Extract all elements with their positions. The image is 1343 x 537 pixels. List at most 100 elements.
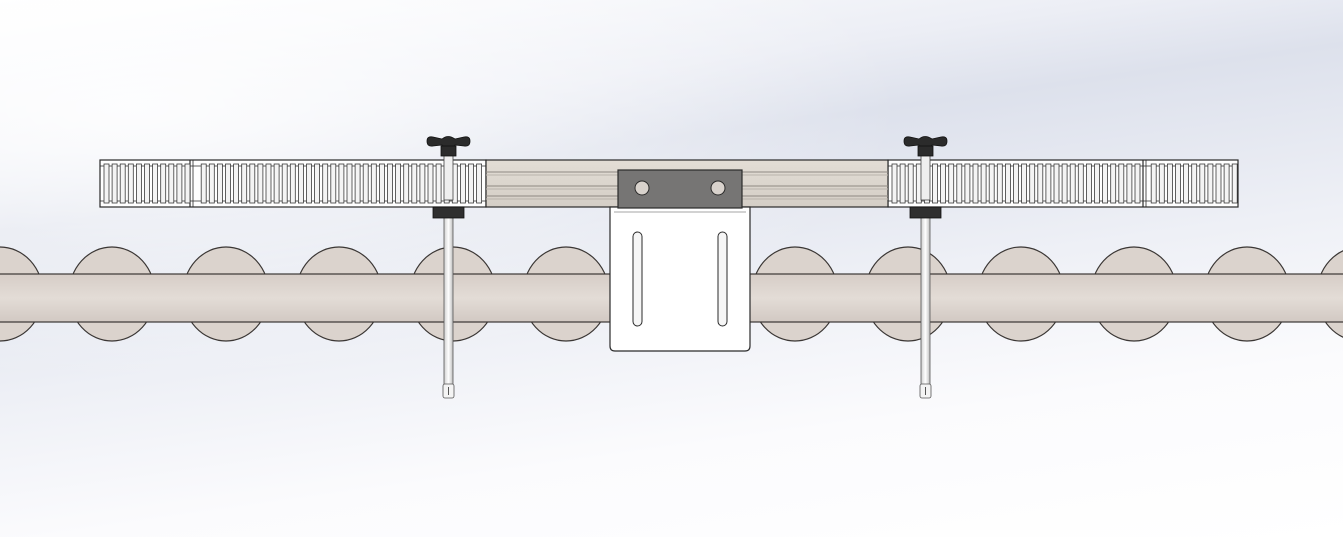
- guide-roller: [899, 163, 906, 204]
- guide-roller: [233, 163, 240, 204]
- guide-roller: [346, 163, 353, 204]
- left-knob-assembly[interactable]: [426, 136, 471, 219]
- guide-roller: [1094, 163, 1100, 204]
- guide-roller: [314, 163, 321, 204]
- guide-roller: [1110, 163, 1117, 204]
- guide-roller: [378, 163, 385, 204]
- guide-roller: [176, 163, 183, 204]
- guide-roller: [273, 163, 280, 204]
- guide-roller: [144, 163, 150, 204]
- guide-roller: [988, 163, 995, 204]
- star-knob-icon[interactable]: [903, 136, 948, 157]
- guide-roller: [322, 163, 329, 204]
- guide-roller: [459, 163, 466, 204]
- guide-roller: [1191, 163, 1198, 204]
- guide-roller: [168, 163, 175, 204]
- guide-roller: [980, 163, 987, 204]
- guide-roller: [1158, 163, 1165, 204]
- guide-roller: [338, 163, 345, 204]
- guide-roller: [1126, 163, 1133, 204]
- clamp-plate[interactable]: [617, 169, 743, 209]
- guide-roller: [257, 163, 264, 204]
- right-adjust-rod[interactable]: [919, 214, 932, 399]
- guide-roller: [948, 163, 955, 204]
- guide-roller: [411, 163, 418, 204]
- guide-roller: [468, 163, 474, 204]
- guide-roller: [1150, 163, 1157, 204]
- guide-roller: [972, 163, 979, 204]
- guide-roller: [1231, 163, 1238, 204]
- left-bolt-hole: [634, 180, 650, 196]
- guide-roller: [1223, 163, 1230, 204]
- guide-roller: [1077, 163, 1084, 204]
- guide-roller: [1037, 163, 1044, 204]
- guide-roller: [964, 163, 971, 204]
- left-guide-rollers: [103, 163, 483, 204]
- guide-roller: [403, 163, 410, 204]
- guide-roller: [362, 163, 369, 204]
- guide-roller: [152, 163, 159, 204]
- guide-roller: [370, 163, 377, 204]
- guide-roller: [1013, 163, 1019, 204]
- guide-roller: [1053, 163, 1060, 204]
- star-knob-icon[interactable]: [426, 136, 471, 157]
- guide-roller: [419, 163, 426, 204]
- guide-roller: [1175, 163, 1181, 204]
- guide-roller: [119, 163, 126, 204]
- guide-roller: [216, 163, 223, 204]
- guide-roller: [427, 163, 434, 204]
- guide-roller: [160, 163, 167, 204]
- guide-roller: [184, 163, 191, 204]
- guide-roller: [915, 163, 922, 204]
- guide-roller: [932, 163, 938, 204]
- guide-roller: [1021, 163, 1027, 204]
- guide-roller: [289, 163, 296, 204]
- guide-roller: [996, 163, 1003, 204]
- left-slot: [632, 231, 643, 327]
- guide-roller: [330, 163, 337, 204]
- right-lock-nut: [909, 206, 942, 219]
- right-bolt-hole: [710, 180, 726, 196]
- guide-roller: [1086, 163, 1092, 204]
- guide-roller: [1167, 163, 1173, 204]
- guide-roller: [241, 163, 248, 204]
- guide-roller: [1102, 163, 1108, 204]
- guide-roller: [281, 163, 288, 204]
- guide-roller: [249, 163, 256, 204]
- guide-roller: [103, 163, 110, 204]
- right-guide-rollers: [891, 163, 1238, 204]
- guide-roller: [907, 163, 914, 204]
- guide-roller: [1215, 163, 1222, 204]
- guide-roller: [200, 163, 207, 204]
- right-roller-guide[interactable]: [887, 159, 1239, 208]
- guide-roller: [208, 163, 215, 204]
- guide-roller: [297, 163, 304, 204]
- guide-roller: [127, 163, 134, 204]
- guide-roller: [435, 163, 442, 204]
- guide-roller: [1134, 163, 1141, 204]
- left-lock-nut: [432, 206, 465, 219]
- guide-roller: [1069, 163, 1076, 204]
- guide-roller: [1029, 163, 1036, 204]
- guide-roller: [956, 163, 963, 204]
- guide-roller: [1207, 163, 1214, 204]
- guide-roller: [1061, 163, 1068, 204]
- guide-roller: [1118, 163, 1125, 204]
- guide-roller: [940, 163, 946, 204]
- mount-bracket[interactable]: [609, 206, 751, 352]
- left-adjust-rod[interactable]: [442, 214, 455, 399]
- guide-roller: [354, 163, 361, 204]
- guide-roller: [306, 163, 312, 204]
- guide-roller: [1005, 163, 1011, 204]
- left-roller-guide[interactable]: [99, 159, 487, 208]
- guide-roller: [135, 163, 142, 204]
- guide-roller: [225, 163, 231, 204]
- guide-roller: [1045, 163, 1052, 204]
- right-knob-assembly[interactable]: [903, 136, 948, 219]
- guide-roller: [111, 163, 118, 204]
- guide-roller: [1183, 163, 1189, 204]
- guide-roller: [265, 163, 272, 204]
- guide-roller: [891, 163, 898, 204]
